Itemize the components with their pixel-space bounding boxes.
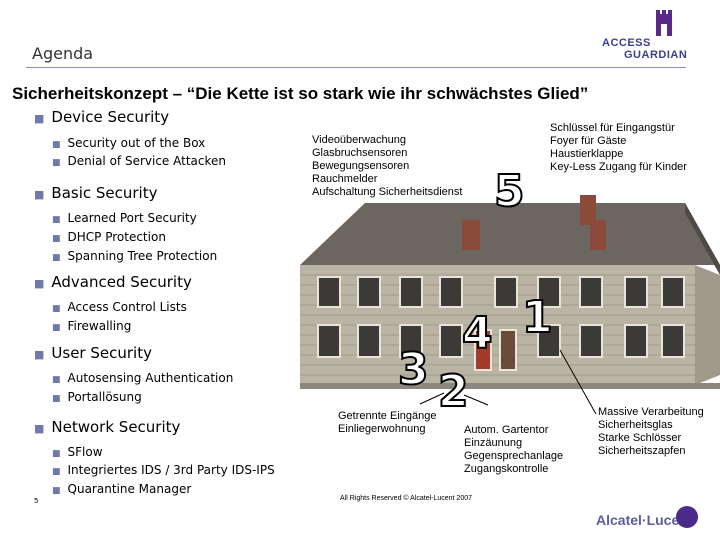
marker-2: 2 bbox=[437, 366, 470, 417]
marker-4: 4 bbox=[461, 308, 494, 359]
house-illustration bbox=[290, 195, 720, 410]
outline-item: ■Learned Port Security bbox=[52, 211, 197, 225]
outline-advanced-security: ■Advanced Security bbox=[34, 273, 192, 291]
outline-item: ■Access Control Lists bbox=[52, 300, 187, 314]
outline-item: ■Denial of Service Attacken bbox=[52, 154, 226, 168]
marker-1: 1 bbox=[521, 292, 554, 343]
outline-item: ■Firewalling bbox=[52, 319, 132, 333]
outline-item: ■Integriertes IDS / 3rd Party IDS-IPS bbox=[52, 463, 275, 477]
header-divider bbox=[26, 67, 686, 68]
outline-item: ■Portallösung bbox=[52, 390, 142, 404]
access-guardian-logo bbox=[656, 10, 672, 36]
castle-icon bbox=[656, 10, 672, 36]
marker-3: 3 bbox=[397, 344, 430, 395]
outline-device-security: ■Device Security bbox=[34, 108, 170, 126]
alcatel-lucent-logo-icon bbox=[676, 506, 698, 528]
marker-5: 5 bbox=[493, 166, 526, 217]
outline-item: ■SFlow bbox=[52, 445, 103, 459]
outline-item: ■Quarantine Manager bbox=[52, 482, 192, 496]
slide-title: Sicherheitskonzept – “Die Kette ist so s… bbox=[12, 84, 589, 103]
outline-basic-security: ■Basic Security bbox=[34, 184, 158, 202]
logo-text-guardian: GUARDIAN bbox=[624, 49, 688, 61]
outline-item: ■Autosensing Authentication bbox=[52, 371, 234, 385]
outline-user-security: ■User Security bbox=[34, 344, 152, 362]
outline-item: ■DHCP Protection bbox=[52, 230, 166, 244]
outline-item: ■Security out of the Box bbox=[52, 136, 206, 150]
logo-text-access: ACCESS bbox=[602, 37, 651, 49]
section-header: Agenda bbox=[32, 44, 94, 63]
copyright-notice: All Rights Reserved © Alcatel-Lucent 200… bbox=[340, 495, 473, 502]
outline-network-security: ■Network Security bbox=[34, 418, 181, 436]
outline-item: ■Spanning Tree Protection bbox=[52, 249, 218, 263]
alcatel-lucent-logo-text: Alcatel·Lucent bbox=[596, 512, 693, 528]
page-number: 5 bbox=[34, 497, 39, 505]
